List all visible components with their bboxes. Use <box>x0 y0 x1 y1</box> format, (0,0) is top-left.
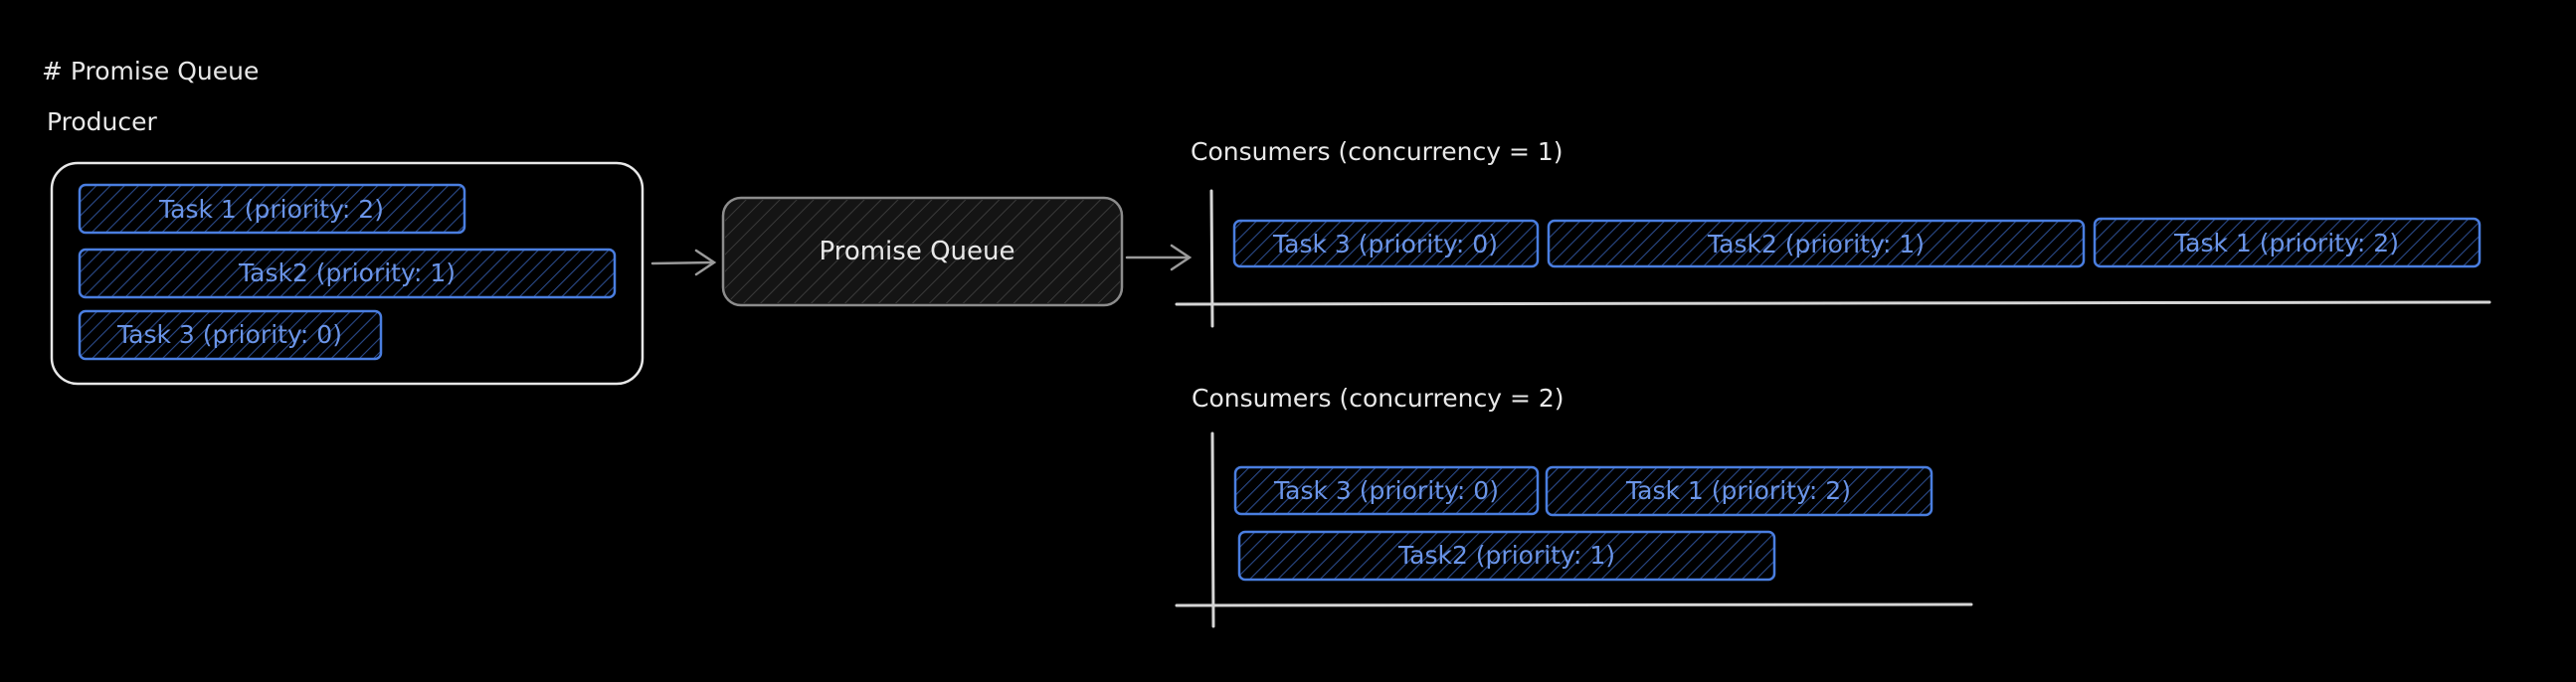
consumers-2-task-2-label: Task 1 (priority: 2) <box>1625 476 1851 505</box>
consumers-1-label: Consumers (concurrency = 1) <box>1191 137 1564 166</box>
producer-task-1-label: Task 1 (priority: 2) <box>158 195 384 224</box>
consumers-2-task-3: Task2 (priority: 1) <box>1237 530 1776 582</box>
consumers-2-axes <box>1175 431 1973 628</box>
producer-task-1: Task 1 (priority: 2) <box>78 183 466 235</box>
consumers-1-task-2-label: Task2 (priority: 1) <box>1707 230 1925 258</box>
consumers-2-label: Consumers (concurrency = 2) <box>1192 384 1564 413</box>
producer-container <box>50 161 644 386</box>
promise-queue-label: Promise Queue <box>819 237 1014 266</box>
consumers-1-task-1: Task 3 (priority: 0) <box>1232 219 1540 268</box>
consumers-1-axes <box>1175 189 2491 328</box>
promise-queue-box: Promise Queue <box>721 196 1124 307</box>
arrow-producer-to-queue <box>650 249 717 276</box>
consumers-1-task-1-label: Task 3 (priority: 0) <box>1272 230 1498 258</box>
producer-task-2-label: Task2 (priority: 1) <box>238 258 456 287</box>
consumers-2-task-1-label: Task 3 (priority: 0) <box>1273 476 1499 505</box>
consumers-1-task-2: Task2 (priority: 1) <box>1547 219 2086 268</box>
diagram-title: # Promise Queue <box>42 57 259 85</box>
consumers-1-task-3: Task 1 (priority: 2) <box>2093 217 2482 268</box>
consumers-2-task-3-label: Task2 (priority: 1) <box>1397 541 1615 570</box>
consumers-2-task-2: Task 1 (priority: 2) <box>1545 465 1933 517</box>
consumers-2-task-1: Task 3 (priority: 0) <box>1233 465 1540 516</box>
consumers-1-task-3-label: Task 1 (priority: 2) <box>2173 229 2399 257</box>
producer-label: Producer <box>47 107 158 136</box>
producer-task-3-label: Task 3 (priority: 0) <box>116 320 342 349</box>
producer-task-3: Task 3 (priority: 0) <box>78 309 383 361</box>
producer-task-2: Task2 (priority: 1) <box>78 248 617 299</box>
arrow-queue-to-consumers <box>1125 244 1193 271</box>
